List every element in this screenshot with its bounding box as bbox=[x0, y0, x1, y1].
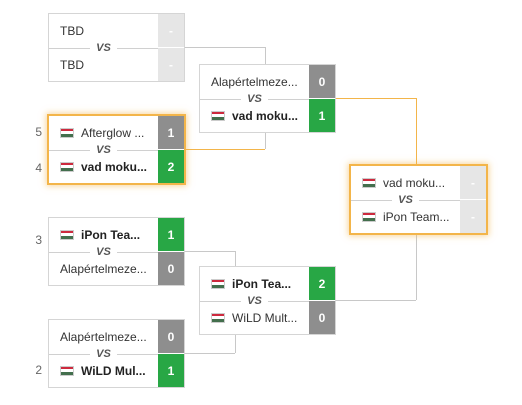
bracket-connector bbox=[185, 353, 235, 354]
vs-divider: VS bbox=[200, 294, 309, 308]
vs-label: VS bbox=[398, 194, 413, 206]
match-card[interactable]: Afterglow ... 1 VS vad moku... 2 bbox=[48, 115, 185, 184]
team-name: Afterglow ... bbox=[81, 125, 145, 140]
vs-divider: VS bbox=[351, 193, 460, 207]
team-name: iPon Tea... bbox=[81, 227, 141, 242]
bracket-connector bbox=[185, 47, 265, 48]
vs-divider: VS bbox=[49, 143, 158, 157]
vs-label: VS bbox=[247, 93, 262, 105]
team-score: 0 bbox=[158, 320, 184, 353]
team-score: 0 bbox=[158, 252, 184, 285]
hungary-flag-icon bbox=[362, 211, 376, 222]
team-name: vad moku... bbox=[81, 159, 148, 174]
team-score: 2 bbox=[158, 150, 184, 183]
hungary-flag-icon bbox=[211, 278, 225, 289]
team-slot[interactable]: WiLD Mult... bbox=[200, 301, 310, 334]
team-slot[interactable]: vad moku... bbox=[49, 150, 159, 183]
hungary-flag-icon bbox=[60, 365, 74, 376]
vs-label: VS bbox=[96, 246, 111, 258]
bracket-connector bbox=[185, 149, 265, 150]
team-slot[interactable]: WiLD Mul... bbox=[49, 354, 159, 387]
match-card[interactable]: Alapértelmeze... 0 VS vad moku... 1 bbox=[199, 64, 336, 133]
team-slot[interactable]: Alapértelmeze... bbox=[200, 65, 310, 98]
seed-number: 4 bbox=[35, 161, 42, 175]
team-name: iPon Tea... bbox=[232, 276, 292, 291]
team-name: Alapértelmeze... bbox=[60, 261, 147, 276]
team-name: TBD bbox=[60, 57, 84, 72]
team-score: 2 bbox=[309, 267, 335, 300]
team-name: vad moku... bbox=[383, 175, 446, 190]
team-name: iPon Team... bbox=[383, 209, 450, 224]
team-name: WiLD Mul... bbox=[81, 363, 146, 378]
vs-label: VS bbox=[96, 144, 111, 156]
hungary-flag-icon bbox=[60, 161, 74, 172]
team-score: 0 bbox=[309, 301, 335, 334]
team-name: vad moku... bbox=[232, 108, 299, 123]
team-slot[interactable]: TBD bbox=[49, 14, 159, 47]
team-slot[interactable]: iPon Tea... bbox=[200, 267, 310, 300]
team-score: 1 bbox=[309, 99, 335, 132]
vs-divider: VS bbox=[49, 41, 158, 55]
team-score: - bbox=[158, 48, 184, 81]
seed-number: 3 bbox=[35, 233, 42, 247]
team-slot[interactable]: Afterglow ... bbox=[49, 116, 159, 149]
vs-label: VS bbox=[247, 295, 262, 307]
team-score: 0 bbox=[309, 65, 335, 98]
team-name: WiLD Mult... bbox=[232, 310, 298, 325]
match-card[interactable]: iPon Tea... 2 VS WiLD Mult... 0 bbox=[199, 266, 336, 335]
bracket-connector bbox=[416, 234, 417, 300]
team-slot[interactable]: vad moku... bbox=[351, 166, 461, 199]
bracket-connector bbox=[336, 300, 416, 301]
bracket-connector bbox=[416, 98, 417, 165]
team-score: - bbox=[460, 166, 486, 199]
team-name: TBD bbox=[60, 23, 84, 38]
match-card[interactable]: Alapértelmeze... 0 VS WiLD Mul... 1 bbox=[48, 319, 185, 388]
team-slot[interactable]: Alapértelmeze... bbox=[49, 320, 159, 353]
bracket-connector bbox=[185, 251, 235, 252]
seed-number: 2 bbox=[35, 363, 42, 377]
vs-divider: VS bbox=[49, 347, 158, 361]
hungary-flag-icon bbox=[211, 312, 225, 323]
bracket-connector bbox=[336, 98, 416, 99]
team-slot[interactable]: iPon Tea... bbox=[49, 218, 159, 251]
vs-divider: VS bbox=[49, 245, 158, 259]
hungary-flag-icon bbox=[211, 110, 225, 121]
team-score: 1 bbox=[158, 218, 184, 251]
hungary-flag-icon bbox=[60, 229, 74, 240]
team-score: 1 bbox=[158, 116, 184, 149]
match-card[interactable]: TBD - VS TBD - bbox=[48, 13, 185, 82]
team-score: - bbox=[460, 200, 486, 233]
seed-number: 5 bbox=[35, 125, 42, 139]
team-slot[interactable]: Alapértelmeze... bbox=[49, 252, 159, 285]
hungary-flag-icon bbox=[60, 127, 74, 138]
vs-divider: VS bbox=[200, 92, 309, 106]
team-name: Alapértelmeze... bbox=[60, 329, 147, 344]
match-card[interactable]: vad moku... - VS iPon Team... - bbox=[350, 165, 487, 234]
vs-label: VS bbox=[96, 348, 111, 360]
team-slot[interactable]: TBD bbox=[49, 48, 159, 81]
team-score: 1 bbox=[158, 354, 184, 387]
team-score: - bbox=[158, 14, 184, 47]
hungary-flag-icon bbox=[362, 177, 376, 188]
team-slot[interactable]: iPon Team... bbox=[351, 200, 461, 233]
team-slot[interactable]: vad moku... bbox=[200, 99, 310, 132]
vs-label: VS bbox=[96, 42, 111, 54]
team-name: Alapértelmeze... bbox=[211, 74, 298, 89]
match-card[interactable]: iPon Tea... 1 VS Alapértelmeze... 0 bbox=[48, 217, 185, 286]
